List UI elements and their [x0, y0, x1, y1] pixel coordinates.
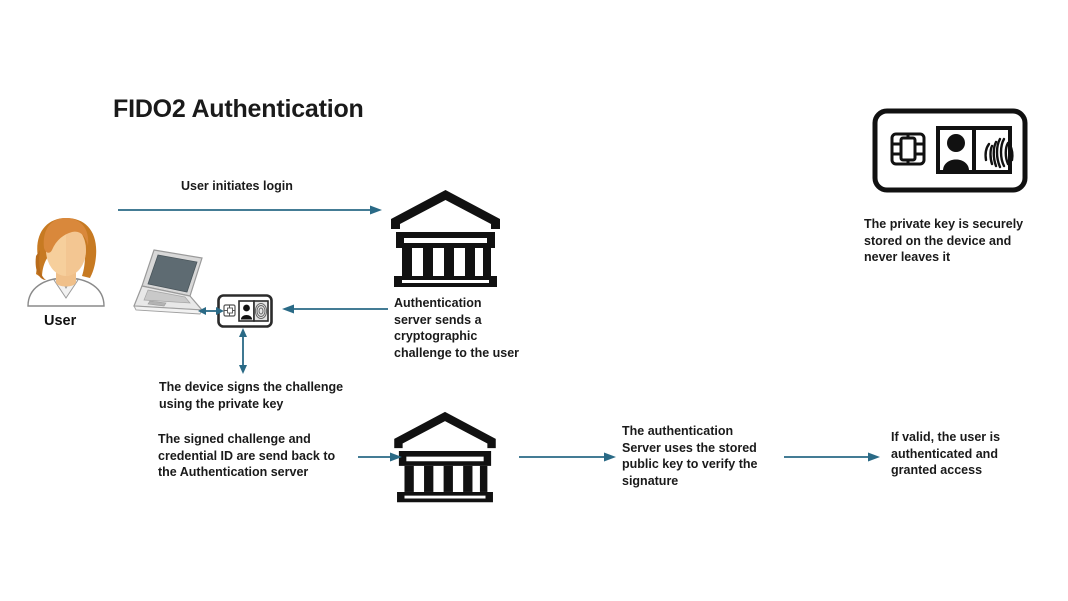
id-card-device-icon	[217, 294, 273, 328]
note-signed-challenge-sent-back: The signed challenge and credential ID a…	[158, 432, 336, 479]
arrow-user-initiates-login	[118, 203, 382, 217]
note-server-verifies-signature: The authentication Server uses the store…	[622, 424, 758, 488]
arrow-verification-to-access	[784, 450, 880, 464]
smartcard-biometric-icon	[872, 108, 1028, 193]
authentication-server-icon-bottom	[386, 410, 504, 505]
arrow-device-signs-challenge	[236, 328, 250, 374]
arrow-server-challenge-to-device	[282, 302, 388, 316]
laptop-icon	[128, 246, 212, 322]
note-device-signs-challenge: The device signs the challenge using the…	[159, 380, 344, 411]
arrow-signed-challenge-to-server	[358, 450, 402, 464]
page-title: FIDO2 Authentication	[113, 95, 364, 123]
label-user-initiates-login: User initiates login	[181, 179, 293, 193]
user-label: User	[44, 313, 77, 329]
user-avatar-icon	[16, 206, 116, 307]
arrow-server-to-verification	[519, 450, 616, 464]
note-user-authenticated: If valid, the user is authenticated and …	[891, 430, 1001, 477]
arrow-laptop-device-link	[198, 304, 224, 318]
note-private-key-stored-on-device: The private key is securely stored on th…	[864, 217, 1024, 264]
authentication-server-icon-top	[388, 188, 503, 290]
note-server-sends-challenge: Authentication server sends a cryptograp…	[394, 296, 520, 360]
